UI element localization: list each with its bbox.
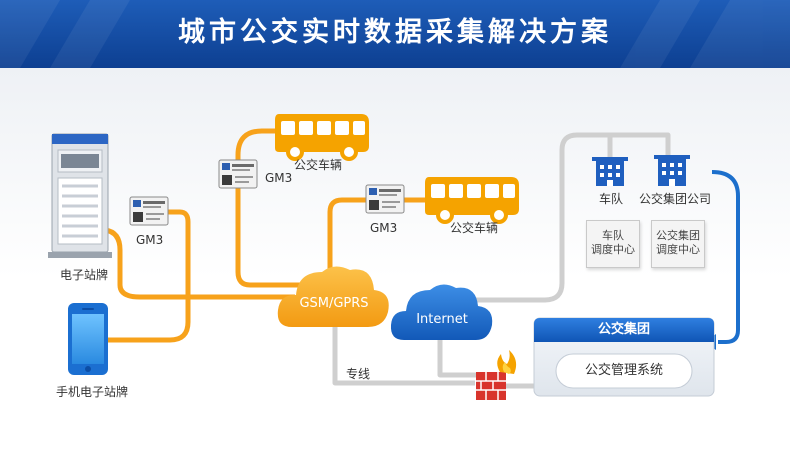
firewall-icon [476, 350, 517, 400]
management-panel [533, 317, 715, 397]
bus2-link [327, 197, 430, 270]
diagram-area: 电子站牌 手机电子站牌 GM3 GM3 GM3 公交车辆 公交车辆 GSM/GP… [0, 68, 790, 450]
gm3-module-icon [218, 159, 258, 189]
gm3-bus1-label: GM3 [265, 171, 293, 185]
cloud-icon [277, 266, 389, 327]
fleet-dispatch-line2: 调度中心 [591, 243, 635, 256]
dedicated-line-label: 专线 [346, 367, 371, 381]
page-title: 城市公交实时数据采集解决方案 [178, 17, 612, 48]
orange-links [104, 128, 430, 343]
mobile-sign-label: 手机电子站牌 [55, 385, 128, 399]
internet-label: Internet [416, 312, 468, 327]
gm3-module-icon [365, 184, 405, 214]
bus1-label: 公交车辆 [294, 158, 343, 172]
group-dispatch-line1: 公交集团 [656, 229, 700, 242]
fleet-dispatch-line1: 车队 [602, 229, 624, 242]
group-dispatch-box: 公交集团 调度中心 [651, 220, 705, 268]
fleet-label: 车队 [598, 192, 623, 206]
fleet-dispatch-box: 车队 调度中心 [586, 220, 640, 268]
station-sign-label: 电子站牌 [59, 268, 108, 282]
gm3-sign-label: GM3 [136, 233, 164, 247]
bus-icon [275, 114, 369, 161]
banner-pattern [0, 0, 790, 68]
network-diagram [48, 114, 740, 400]
building-icon [592, 157, 628, 186]
station-sign-icon [48, 133, 112, 258]
dedicated-line-link [332, 310, 475, 386]
bus1-link [235, 128, 300, 288]
group-company-label: 公交集团公司 [638, 192, 711, 206]
smartphone-icon [68, 303, 108, 375]
bus2-label: 公交车辆 [450, 221, 499, 235]
title-banner: 城市公交实时数据采集解决方案 [0, 0, 790, 68]
building-icon [654, 155, 690, 186]
cloud-icon [390, 284, 493, 340]
gm3-module-icon [129, 196, 169, 226]
internet-firewall-link [437, 335, 478, 378]
gsm-gprs-label: GSM/GPRS [299, 296, 369, 311]
gm3-bus2-label: GM3 [370, 221, 398, 235]
management-system-label: 公交管理系统 [584, 363, 663, 378]
gray-links [332, 132, 671, 389]
gm3-sign-link [150, 209, 191, 297]
group-header-label: 公交集团 [597, 322, 650, 337]
bus-icon [425, 177, 519, 224]
sign-link [104, 227, 295, 300]
mobile-link [108, 297, 191, 343]
internet-office-link [470, 132, 671, 303]
group-dispatch-line2: 调度中心 [656, 243, 700, 256]
